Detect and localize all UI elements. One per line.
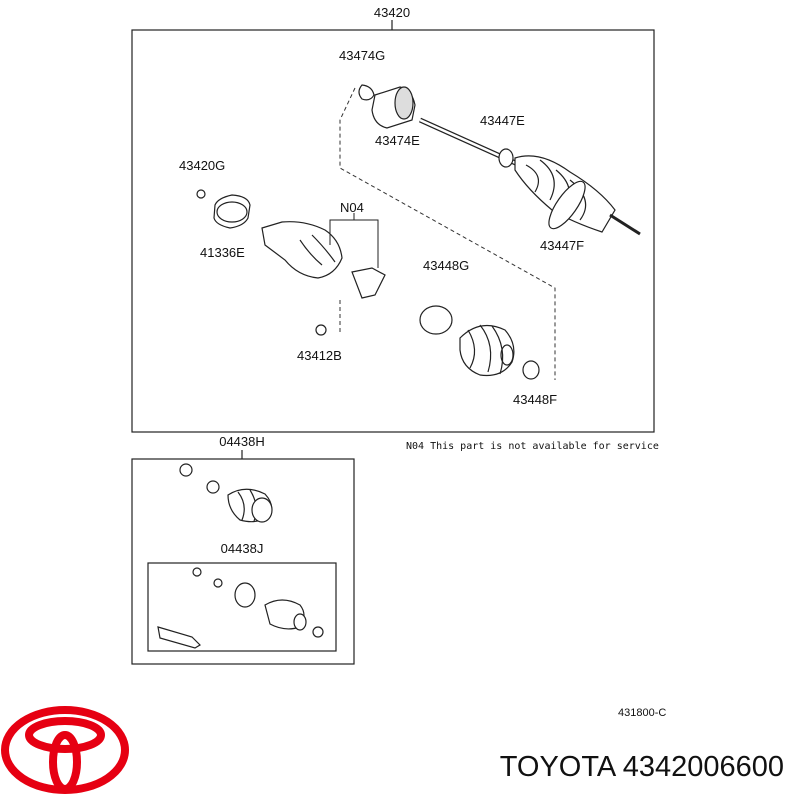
label-43420G: 43420G bbox=[179, 158, 225, 173]
dashed-guide-lines bbox=[339, 87, 556, 380]
kit-inner-label: 04438J bbox=[221, 541, 264, 556]
label-43474E: 43474E bbox=[375, 133, 420, 148]
joint-components bbox=[196, 189, 540, 380]
main-assembly-frame bbox=[131, 20, 655, 433]
label-43447F: 43447F bbox=[540, 238, 584, 253]
toyota-logo-icon bbox=[1, 706, 129, 794]
kit-outer-label: 04438H bbox=[219, 434, 265, 449]
service-note: N04 This part is not available for servi… bbox=[406, 441, 659, 452]
label-43447E: 43447E bbox=[480, 113, 525, 128]
label-43412B: 43412B bbox=[297, 348, 342, 363]
label-43448G: 43448G bbox=[423, 258, 469, 273]
label-43474G: 43474G bbox=[339, 48, 385, 63]
brand-part-number: TOYOTA 4342006600 bbox=[500, 751, 784, 783]
kit-outer-frame bbox=[131, 450, 355, 665]
kit-outer-parts bbox=[179, 463, 273, 523]
n04-bracket bbox=[329, 213, 379, 268]
drawing-reference: 431800-C bbox=[618, 707, 666, 719]
label-43448F: 43448F bbox=[513, 392, 557, 407]
label-41336E: 41336E bbox=[200, 245, 245, 260]
assembly-code-label: 43420 bbox=[374, 5, 410, 20]
drive-shaft-drawing bbox=[418, 117, 641, 236]
label-N04: N04 bbox=[340, 200, 364, 215]
inner-boot-43474E bbox=[358, 84, 416, 129]
kit-inner-parts bbox=[157, 567, 324, 649]
